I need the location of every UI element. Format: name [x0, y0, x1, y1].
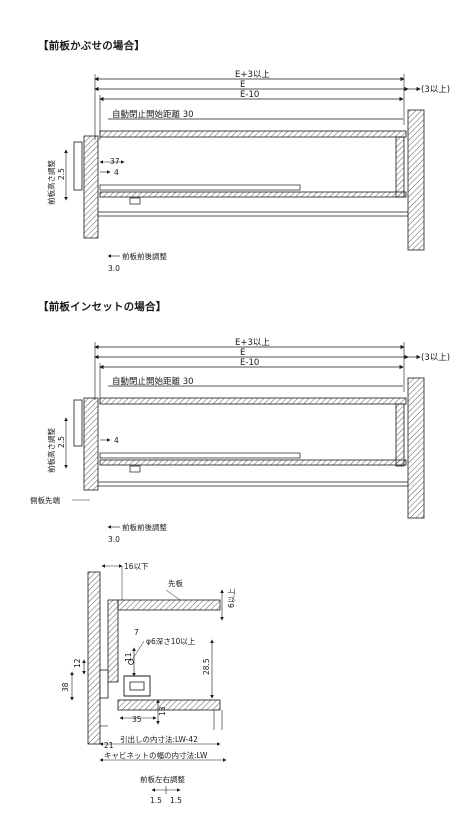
s3-drawer-inner: 引出しの内寸法:LW-42: [120, 734, 198, 744]
s1-front-back-val: 3.0: [108, 264, 120, 273]
s3-lr-val2: 1.5: [170, 796, 182, 805]
s3-dim-6: 6以上: [227, 588, 236, 608]
s3-dim-285: 28.5: [202, 658, 211, 675]
s2-dim-3: (3以上): [421, 353, 450, 363]
s1-front-back-adjust: 前板前後調整: [122, 251, 167, 261]
section1-drawing: E+3以上 E (3以上) E-10 自動閉止開始距離 30 37 4: [46, 70, 450, 273]
s3-dim-21: 21: [104, 741, 114, 750]
s1-dim-e: E: [240, 80, 245, 90]
s1-dim-37: 37: [110, 157, 120, 166]
s3-cabinet-inner: キャビネットの幅の内寸法:LW: [104, 750, 208, 760]
s3-dim-12: 12: [73, 658, 82, 668]
s3-dim-13: 13: [158, 706, 167, 716]
s3-front-board: 先板: [168, 578, 183, 588]
s3-dim-16: 16以下: [124, 562, 149, 571]
s2-height-val: 2.5: [57, 436, 66, 448]
s2-auto-close: 自動閉止開始距離 30: [112, 376, 194, 387]
s1-height-adjust: 前板高さ調整: [46, 160, 56, 205]
s1-dim-e-plus3: E+3以上: [235, 70, 270, 80]
s2-side-edge: 側板先端: [30, 495, 60, 505]
s3-hole: φ6深さ10以上: [146, 637, 196, 646]
section3-drawing: 16以下 先板 6以上 7 φ6深さ10以上 11 28.5 12 38 35 …: [61, 562, 236, 805]
s3-lr-val1: 1.5: [150, 796, 162, 805]
section1-title: 【前板かぶせの場合】: [38, 40, 145, 52]
section2-drawing: E+3以上 E (3以上) E-10 自動閉止開始距離 30 4 前板高さ調整 …: [30, 338, 450, 544]
s1-dim-e-minus10: E-10: [240, 90, 259, 100]
s2-front-back-adjust: 前板前後調整: [122, 522, 167, 532]
s3-dim-7: 7: [134, 628, 139, 637]
s2-height-adjust: 前板高さ調整: [46, 428, 56, 473]
section2-title: 【前板インセットの場合】: [38, 301, 167, 313]
s2-front-back-val: 3.0: [108, 535, 120, 544]
s2-dim-e: E: [240, 348, 245, 358]
s3-dim-35: 35: [132, 715, 142, 724]
s3-lr-adjust: 前板左右調整: [140, 774, 185, 784]
s3-dim-38: 38: [61, 682, 70, 692]
s2-dim-4: 4: [114, 436, 119, 445]
s2-dim-e-minus10: E-10: [240, 358, 259, 368]
s1-auto-close: 自動閉止開始距離 30: [112, 109, 194, 120]
s1-dim-4: 4: [114, 168, 119, 177]
s1-dim-3: (3以上): [421, 85, 450, 95]
s1-height-val: 2.5: [57, 168, 66, 180]
s2-dim-e-plus3: E+3以上: [235, 338, 270, 348]
s3-dim-11: 11: [124, 652, 133, 662]
